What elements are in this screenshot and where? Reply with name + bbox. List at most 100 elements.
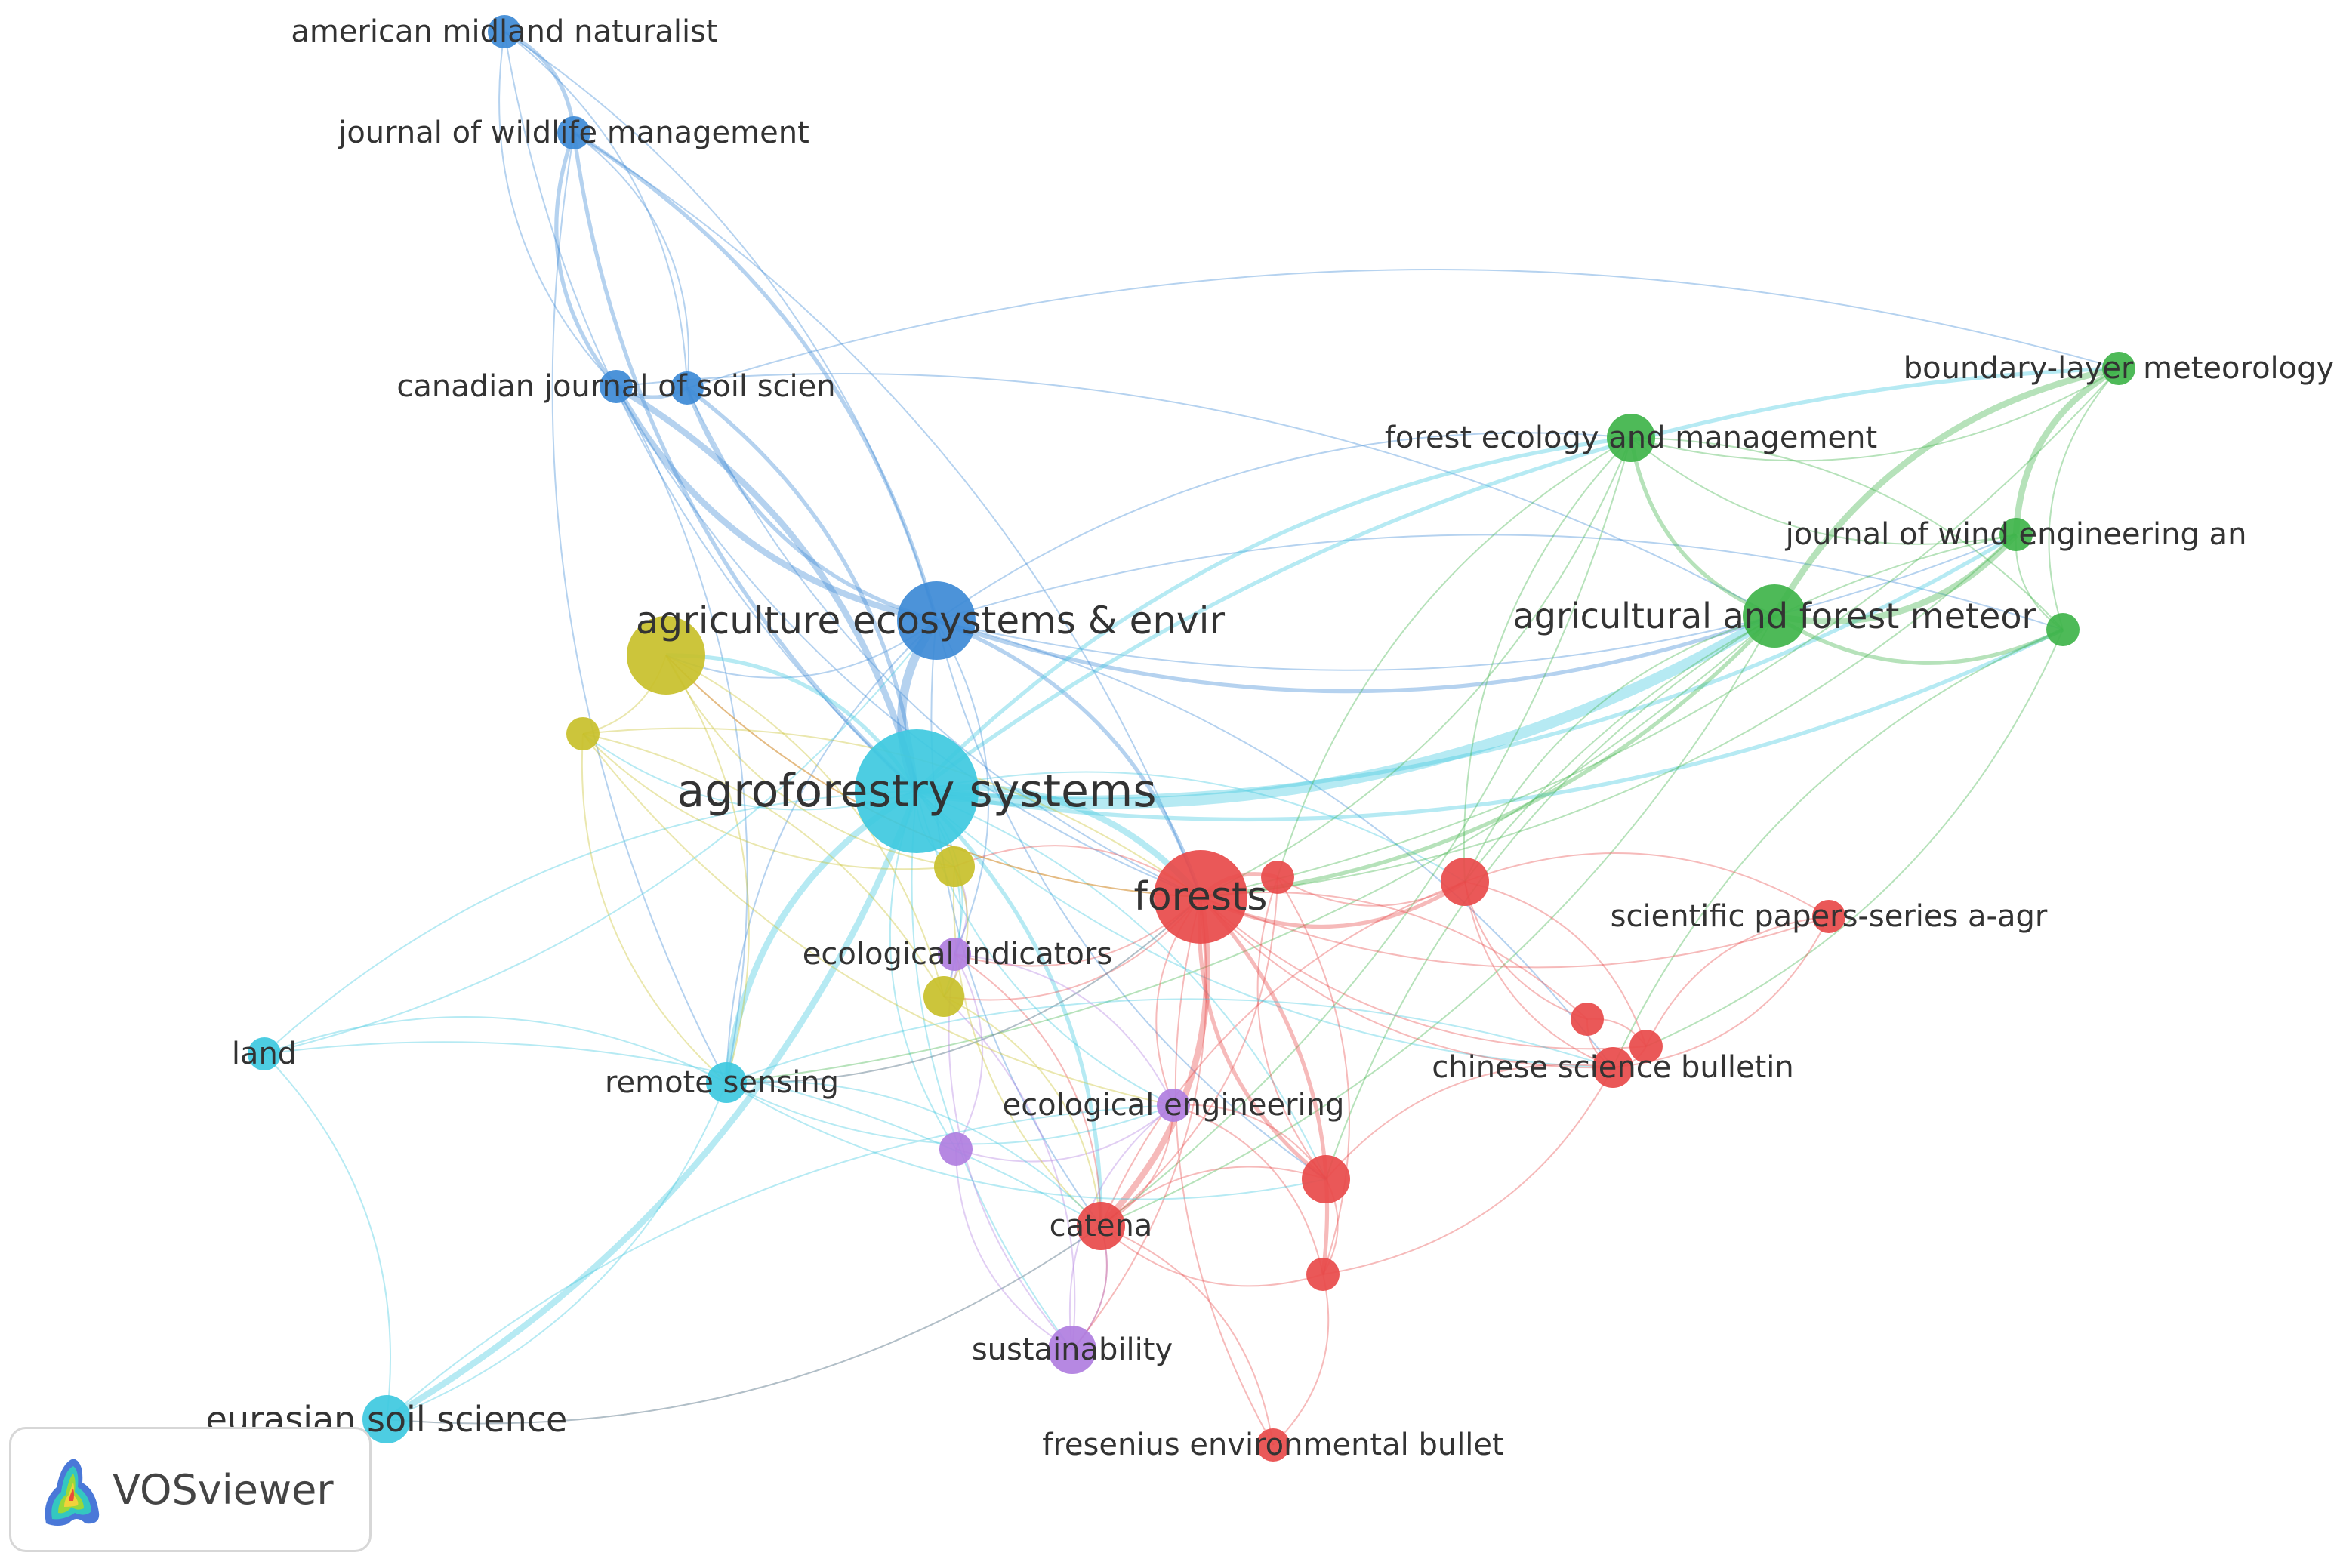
node-cjss[interactable] bbox=[600, 370, 633, 403]
node-r6[interactable] bbox=[1629, 1030, 1663, 1063]
node-r5[interactable] bbox=[1571, 1003, 1604, 1036]
link-for-r6 bbox=[1200, 896, 1647, 1050]
node-for[interactable] bbox=[1154, 850, 1247, 944]
link-r3-csb bbox=[1464, 881, 1614, 1068]
node-land[interactable] bbox=[248, 1037, 281, 1070]
node-cat[interactable] bbox=[1077, 1202, 1125, 1250]
link-fem-g5 bbox=[1630, 437, 2064, 630]
link-afs-land bbox=[264, 790, 917, 1055]
node-label-feb: fresenius environmental bullet bbox=[1042, 1428, 1503, 1462]
node-rs[interactable] bbox=[706, 1062, 747, 1103]
link-b4-aee bbox=[685, 387, 937, 623]
link-ess-ee bbox=[386, 1104, 1174, 1420]
link-blm-jwe bbox=[2012, 365, 2121, 535]
link-for-r5 bbox=[1200, 892, 1588, 1020]
link-amn-cjss bbox=[498, 31, 617, 387]
link-r10-feb bbox=[1272, 1274, 1330, 1446]
link-fem-for bbox=[1200, 437, 1632, 898]
node-feb[interactable] bbox=[1256, 1428, 1290, 1462]
node-afs[interactable] bbox=[855, 729, 979, 853]
link-ee-p3 bbox=[955, 1104, 1174, 1163]
link-r10-ee bbox=[1173, 1104, 1324, 1275]
link-fem-r2 bbox=[1277, 437, 1632, 878]
node-r2[interactable] bbox=[1261, 861, 1294, 894]
link-cjss-afs bbox=[614, 384, 920, 793]
node-aee[interactable] bbox=[897, 581, 976, 660]
node-label-amn: american midland naturalist bbox=[291, 14, 717, 49]
link-y2-rs bbox=[581, 733, 727, 1083]
link-for-rs bbox=[726, 896, 1201, 1084]
node-sus[interactable] bbox=[1048, 1326, 1096, 1374]
link-rs-r8 bbox=[726, 1082, 1327, 1200]
link-blm-for bbox=[1200, 368, 2120, 898]
link-spa-r6 bbox=[1645, 916, 1830, 1047]
link-y2-y3 bbox=[582, 733, 955, 870]
link-aee-rs bbox=[726, 620, 937, 1083]
link-r3-r5 bbox=[1464, 881, 1588, 1020]
node-amn[interactable] bbox=[488, 15, 521, 48]
node-y1[interactable] bbox=[627, 616, 705, 695]
link-r8-csb bbox=[1325, 1064, 1614, 1180]
link-aee-for bbox=[936, 618, 1203, 898]
node-ei[interactable] bbox=[938, 938, 971, 971]
node-r3[interactable] bbox=[1441, 858, 1489, 906]
node-ess[interactable] bbox=[362, 1395, 411, 1443]
link-afm-rs bbox=[726, 615, 1775, 1083]
link-afs-cat bbox=[915, 790, 1103, 1227]
link-r2-r3 bbox=[1277, 876, 1466, 907]
link-jwm-aee bbox=[572, 131, 939, 621]
link-cat-feb bbox=[1100, 1225, 1274, 1446]
node-blm[interactable] bbox=[2102, 352, 2135, 385]
link-sus-y4 bbox=[943, 996, 1076, 1351]
node-label-afm: agricultural and forest meteor bbox=[1513, 596, 2036, 636]
node-label-fem: forest ecology and management bbox=[1385, 420, 1877, 455]
node-b4[interactable] bbox=[671, 371, 704, 405]
node-csb[interactable] bbox=[1592, 1047, 1633, 1088]
link-afm-blm bbox=[1771, 365, 2120, 618]
node-label-ei: ecological indicators bbox=[803, 937, 1112, 972]
node-jwm[interactable] bbox=[557, 116, 590, 149]
node-fem[interactable] bbox=[1607, 414, 1655, 462]
node-g5[interactable] bbox=[2046, 613, 2080, 646]
node-p3[interactable] bbox=[939, 1132, 973, 1166]
link-fem-cat bbox=[1100, 437, 1632, 1227]
node-label-ee: ecological engineering bbox=[1003, 1088, 1345, 1123]
link-blm-fem bbox=[1630, 368, 2120, 462]
node-r8[interactable] bbox=[1302, 1155, 1350, 1203]
link-afs-ess bbox=[384, 790, 920, 1422]
link-jwm-cjss bbox=[554, 132, 618, 388]
node-y4[interactable] bbox=[923, 976, 964, 1017]
link-r10-csb bbox=[1322, 1067, 1614, 1275]
node-y2[interactable] bbox=[566, 717, 600, 750]
node-label-land: land bbox=[232, 1037, 297, 1071]
link-g5-r6 bbox=[1645, 629, 2064, 1047]
link-blm-g5 bbox=[2048, 368, 2120, 630]
link-r3-cat bbox=[1100, 881, 1466, 1227]
node-jwe[interactable] bbox=[1999, 518, 2033, 551]
node-spa[interactable] bbox=[1812, 900, 1845, 933]
link-amn-aee bbox=[504, 31, 937, 621]
link-afs-csb bbox=[916, 790, 1614, 1068]
node-label-cjss: canadian journal of soil scien bbox=[396, 369, 835, 404]
link-land-cat bbox=[264, 1041, 1102, 1227]
link-y1-rs bbox=[665, 655, 750, 1083]
link-aee-fem bbox=[936, 432, 1632, 621]
link-aee-ei bbox=[936, 620, 990, 955]
link-for-sus bbox=[1071, 896, 1207, 1351]
link-afm-g5 bbox=[1773, 614, 2064, 665]
link-land-aee bbox=[264, 620, 937, 1055]
link-r2-r8 bbox=[1256, 876, 1327, 1180]
node-label-rs: remote sensing bbox=[605, 1065, 839, 1100]
node-r10[interactable] bbox=[1306, 1258, 1340, 1291]
node-afm[interactable] bbox=[1743, 584, 1806, 648]
node-y3[interactable] bbox=[934, 846, 975, 887]
link-r3-r6 bbox=[1464, 881, 1647, 1047]
link-amn-afs bbox=[504, 31, 917, 792]
node-ee[interactable] bbox=[1157, 1089, 1190, 1122]
link-cjss-afm bbox=[615, 373, 1775, 617]
network-nodes bbox=[248, 15, 2135, 1462]
link-afm-jwe bbox=[1774, 532, 2019, 625]
node-label-sus: sustainability bbox=[972, 1332, 1173, 1367]
link-rs-cat bbox=[726, 1080, 1102, 1227]
link-cat-ess bbox=[386, 1225, 1102, 1425]
